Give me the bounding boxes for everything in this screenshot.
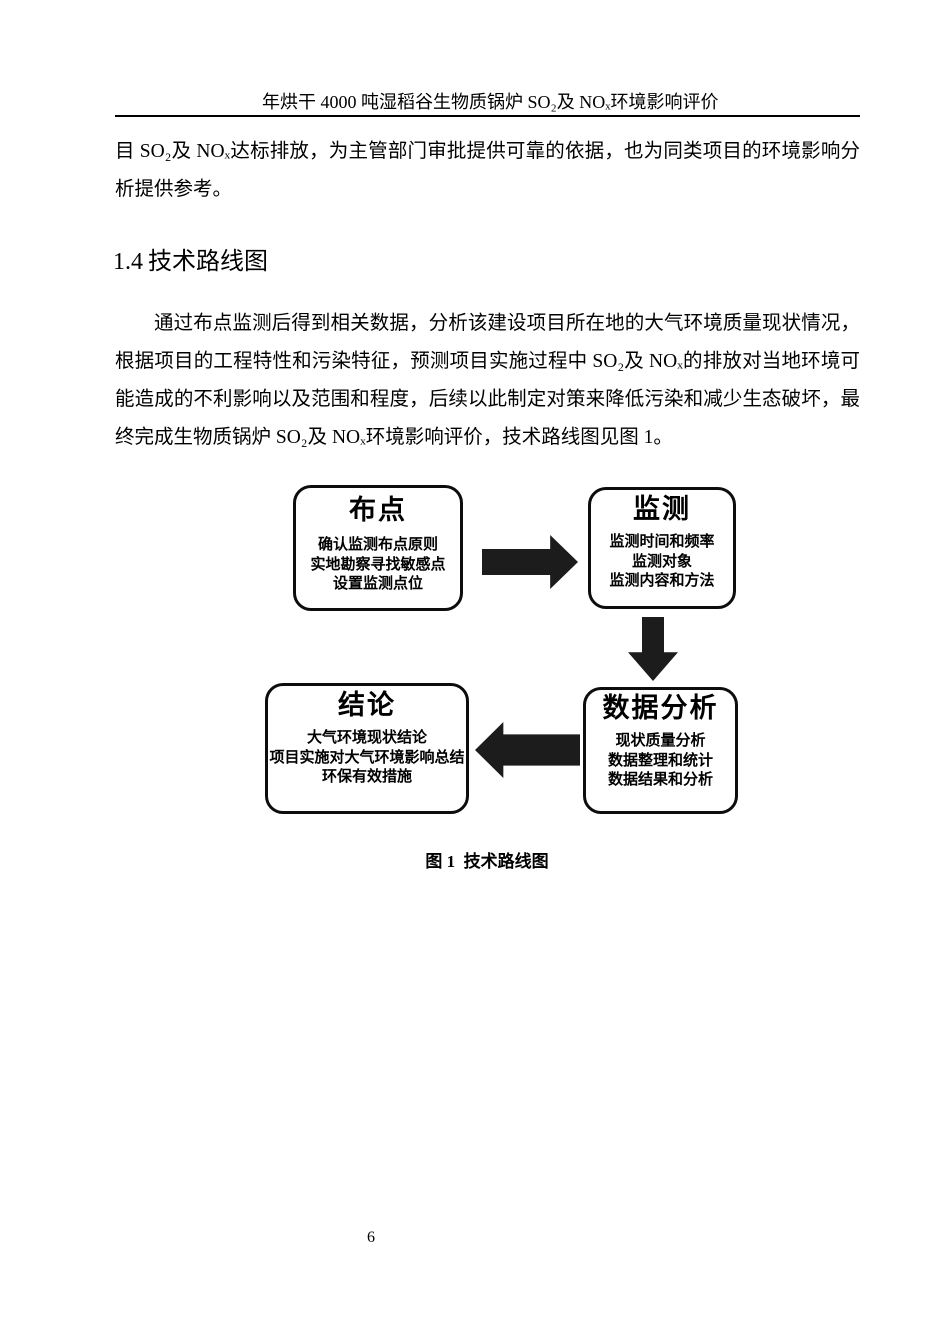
- flowchart-line: 大气环境现状结论: [306, 729, 427, 747]
- flowchart-box-title: 结论: [338, 690, 396, 720]
- flowchart-box-title: 监测: [633, 494, 691, 524]
- flowchart-box-lines: 大气环境现状结论 项目实施对大气环境影响总结 环保有效措施: [269, 728, 464, 787]
- flowchart-line: 数据整理和统计: [607, 751, 713, 769]
- flowchart-box-title: 布点: [349, 495, 407, 525]
- flowchart-line: 数据结果和分析: [607, 771, 713, 789]
- flowchart-line: 项目实施对大气环境影响总结: [269, 748, 465, 766]
- flowchart-box-budian: 布点 确认监测布点原则 实地勘察寻找敏感点 设置监测点位: [293, 485, 463, 611]
- flow-arrow-down-icon: [628, 617, 678, 681]
- flowchart-line: 环保有效措施: [321, 768, 412, 786]
- flowchart-box-lines: 监测时间和频率 监测对象 监测内容和方法: [609, 532, 714, 591]
- flow-arrow-right-icon: [482, 535, 578, 589]
- flowchart-box-jiance: 监测 监测时间和频率 监测对象 监测内容和方法: [588, 487, 736, 609]
- flowchart-line: 监测内容和方法: [609, 572, 715, 590]
- flowchart-line: 确认监测布点原则: [317, 536, 438, 554]
- flowchart-box-title: 数据分析: [602, 693, 719, 723]
- flowchart-line: 现状质量分析: [615, 732, 706, 750]
- flow-arrow-left-icon: [475, 722, 580, 778]
- figure-caption: 图 1 技术路线图: [425, 852, 549, 871]
- flowchart-box-lines: 现状质量分析 数据整理和统计 数据结果和分析: [608, 731, 713, 790]
- section-title: 技术路线图: [148, 248, 268, 275]
- flowchart-box-shuju-fenxi: 数据分析 现状质量分析 数据整理和统计 数据结果和分析: [583, 687, 738, 814]
- header-rule: [115, 115, 860, 117]
- flowchart-box-jielun: 结论 大气环境现状结论 项目实施对大气环境影响总结 环保有效措施: [265, 683, 469, 814]
- page-number: 6: [367, 1229, 375, 1246]
- body-paragraph: 通过布点监测后得到相关数据，分析该建设项目所在地的大气环境质量现状情况，根据项目…: [115, 313, 860, 448]
- section-number: 1.4: [113, 249, 143, 275]
- flowchart-line: 实地勘察寻找敏感点: [310, 555, 446, 573]
- flowchart-line: 设置监测点位: [332, 575, 423, 593]
- page-header-title: 年烘干 4000 吨湿稻谷生物质锅炉 SO₂及 NOₓ环境影响评价: [262, 92, 719, 112]
- flowchart-line: 监测时间和频率: [609, 533, 715, 551]
- flowchart-box-lines: 确认监测布点原则 实地勘察寻找敏感点 设置监测点位: [310, 535, 445, 594]
- body-paragraph-continuation: 目 SO₂及 NOₓ达标排放，为主管部门审批提供可靠的依据，也为同类项目的环境影…: [115, 141, 860, 200]
- flowchart-line: 监测对象: [631, 552, 692, 570]
